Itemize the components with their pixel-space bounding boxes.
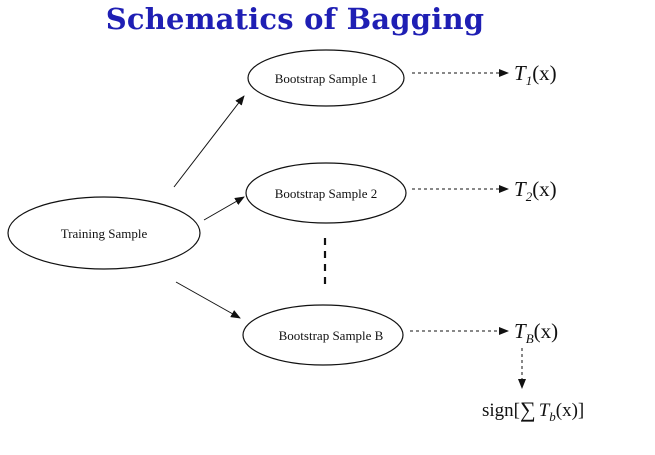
output-t1: T1(x) (514, 61, 557, 88)
output-t2: T2(x) (514, 177, 557, 204)
output-tb: TB(x) (514, 319, 558, 346)
node-bootstrap-b-label: Bootstrap Sample B (279, 328, 384, 343)
node-bootstrap-b: Bootstrap Sample B (242, 304, 404, 366)
arrow-training-to-bootstrap-b (175, 281, 241, 319)
arrow-training-to-bootstrap-2 (203, 196, 245, 221)
node-training-sample: Training Sample (7, 196, 201, 270)
arrow-training-to-bootstrap-1 (173, 95, 245, 188)
page-title: Schematics of Bagging (105, 2, 485, 36)
aggregate-formula: sign[∑Tb(x)] (482, 397, 584, 424)
node-bootstrap-2: Bootstrap Sample 2 (245, 162, 407, 224)
node-training-sample-label: Training Sample (61, 226, 148, 241)
node-bootstrap-1-label: Bootstrap Sample 1 (275, 71, 378, 86)
node-bootstrap-2-label: Bootstrap Sample 2 (275, 186, 378, 201)
node-bootstrap-1: Bootstrap Sample 1 (247, 49, 405, 107)
